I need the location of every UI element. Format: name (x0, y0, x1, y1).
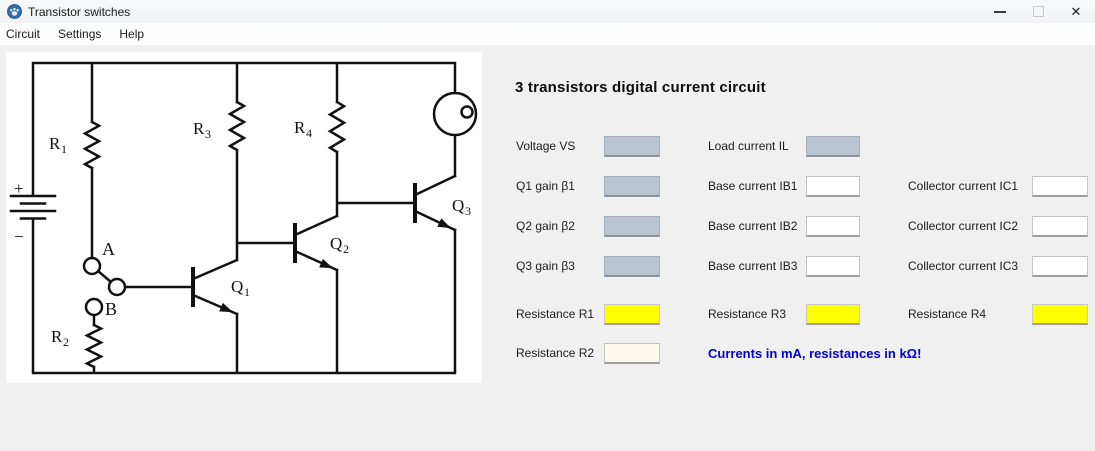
load-current-il-input[interactable] (806, 136, 860, 157)
transistor-q2-sub: 2 (343, 242, 349, 256)
lamp-icon (432, 91, 478, 137)
q2-emitter-arrow (319, 258, 333, 269)
paw-app-icon (7, 4, 22, 19)
transistor-q1-label: Q (231, 277, 243, 296)
resistor-r2-sub: 2 (63, 335, 69, 349)
resistor-r4-sub: 4 (306, 126, 312, 140)
minimize-icon (994, 10, 1006, 13)
resistance-r1-input[interactable] (604, 304, 660, 325)
q3-emitter-arrow (437, 218, 451, 229)
resistance-r3-input[interactable] (806, 304, 860, 325)
resistance-r4-input[interactable] (1032, 304, 1088, 325)
switch-pivot[interactable] (107, 277, 127, 297)
ib1-input[interactable] (806, 176, 860, 197)
resistor-r3-label: R (193, 119, 205, 138)
page-title: 3 transistors digital current circuit (515, 79, 766, 96)
ic2-input[interactable] (1032, 216, 1088, 237)
battery-minus-sign: − (14, 227, 24, 246)
ib3-label: Base current IB3 (708, 259, 798, 273)
lamp-filament (460, 105, 474, 119)
ic3-label: Collector current IC3 (908, 259, 1019, 273)
resistance-r2-input[interactable] (604, 343, 660, 364)
resistor-r4-label: R (294, 118, 306, 137)
menu-help[interactable]: Help (119, 27, 145, 41)
resistor-r1-label: R (49, 134, 61, 153)
close-icon: ✕ (1070, 4, 1082, 19)
q2-gain-input[interactable] (604, 216, 660, 237)
units-note: Currents in mA, resistances in kΩ! (708, 346, 922, 361)
resistor-r3-sub: 3 (205, 127, 211, 141)
switch-contact-b[interactable] (84, 297, 104, 317)
ib1-label: Base current IB1 (708, 179, 798, 193)
resistance-r1-label: Resistance R1 (516, 307, 595, 321)
resistor-r1-sub: 1 (61, 142, 67, 156)
close-button[interactable]: ✕ (1057, 0, 1095, 23)
ic1-input[interactable] (1032, 176, 1088, 197)
switch-a-label: A (102, 239, 115, 259)
circuit-diagram: R 1 R 2 R 3 R 4 Q 1 Q 2 Q 3 A B + − (6, 52, 482, 383)
ib2-input[interactable] (806, 216, 860, 237)
load-current-il-label: Load current IL (708, 139, 789, 153)
window-controls: ✕ (981, 0, 1095, 23)
menubar: Circuit Settings Help (0, 23, 1095, 45)
transistor-q1-sub: 1 (244, 285, 250, 299)
voltage-vs-label: Voltage VS (516, 139, 576, 153)
transistor-q3-sub: 3 (465, 204, 471, 218)
voltage-vs-input[interactable] (604, 136, 660, 157)
q3-gain-label: Q3 gain β3 (516, 259, 575, 273)
battery-plus-sign: + (14, 179, 24, 198)
menu-settings[interactable]: Settings (58, 27, 102, 41)
menu-circuit[interactable]: Circuit (6, 27, 41, 41)
ib2-label: Base current IB2 (708, 219, 798, 233)
q1-gain-label: Q1 gain β1 (516, 179, 575, 193)
minimize-button[interactable] (981, 0, 1019, 23)
ib3-input[interactable] (806, 256, 860, 277)
transistor-q3-label: Q (452, 196, 464, 215)
titlebar: Transistor switches ✕ (0, 0, 1095, 23)
q1-emitter-arrow (219, 302, 233, 313)
resistor-r2-label: R (51, 327, 63, 346)
switch-contact-a[interactable] (82, 256, 102, 276)
switch-b-label: B (105, 299, 117, 319)
ic1-label: Collector current IC1 (908, 179, 1019, 193)
circuit-wires (9, 61, 464, 375)
ic2-label: Collector current IC2 (908, 219, 1019, 233)
transistor-q2-label: Q (330, 234, 342, 253)
maximize-icon (1032, 6, 1044, 17)
q2-gain-label: Q2 gain β2 (516, 219, 575, 233)
q1-gain-input[interactable] (604, 176, 660, 197)
ic3-input[interactable] (1032, 256, 1088, 277)
resistance-r4-label: Resistance R4 (908, 307, 987, 321)
window-title: Transistor switches (28, 4, 131, 19)
resistance-r2-label: Resistance R2 (516, 346, 595, 360)
maximize-button[interactable] (1019, 0, 1057, 23)
resistance-r3-label: Resistance R3 (708, 307, 787, 321)
q3-gain-input[interactable] (604, 256, 660, 277)
